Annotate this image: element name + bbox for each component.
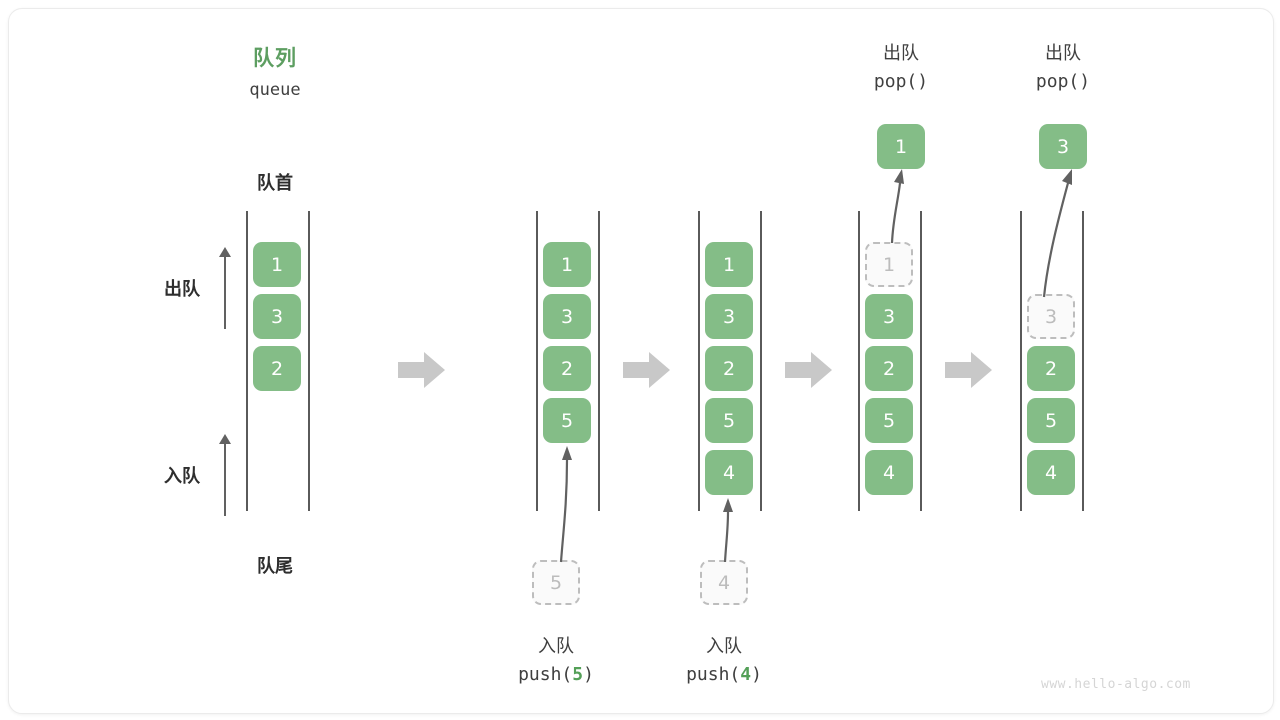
pop-1-label-cn: 出队 <box>883 43 919 64</box>
diagram-card: 队列 queue 队首 队尾 出队 入队 1 3 2 1 3 2 5 5 入队 … <box>8 8 1274 714</box>
push-5-code-prefix: push( <box>518 664 573 685</box>
queue-cell: 1 <box>253 242 301 287</box>
diagram-stage: 队列 queue 队首 队尾 出队 入队 1 3 2 1 3 2 5 5 入队 … <box>9 9 1273 713</box>
step-arrow-icon <box>785 352 832 388</box>
queue-cell: 4 <box>705 450 753 495</box>
queue-cell: 1 <box>705 242 753 287</box>
watermark: www.hello-algo.com <box>1041 677 1191 692</box>
queue-cell: 1 <box>543 242 591 287</box>
push-5-arrow-icon <box>559 446 572 563</box>
queue-cell: 2 <box>705 346 753 391</box>
queue-cell: 5 <box>705 398 753 443</box>
queue-cell: 5 <box>865 398 913 443</box>
queue-cell-ghost: 1 <box>865 242 913 287</box>
queue-cell: 3 <box>705 294 753 339</box>
queue-rail-right <box>920 211 922 511</box>
pop-3-label-cn: 出队 <box>1045 43 1081 64</box>
push-4-arrow-icon <box>723 498 733 563</box>
step-arrow-icon <box>623 352 670 388</box>
queue-tail-label: 队尾 <box>257 556 293 577</box>
diagram-title-en: queue <box>249 80 301 100</box>
enqueue-side-label: 入队 <box>164 466 200 487</box>
push-4-label-cn: 入队 <box>706 636 742 657</box>
step-arrow-icon <box>398 352 445 388</box>
push-4-label-code: push(4) <box>644 664 804 685</box>
queue-rail-right <box>1082 211 1084 511</box>
queue-rail-left <box>246 211 248 511</box>
queue-cell: 4 <box>1027 450 1075 495</box>
queue-cell: 5 <box>543 398 591 443</box>
incoming-element-ghost: 4 <box>700 560 748 605</box>
pop-3-arrow-icon <box>1042 169 1072 298</box>
queue-rail-left <box>1020 211 1022 511</box>
queue-cell-ghost: 3 <box>1027 294 1075 339</box>
enqueue-direction-arrow-icon <box>219 434 231 516</box>
popped-element: 3 <box>1039 124 1087 169</box>
dequeue-direction-arrow-icon <box>219 247 231 329</box>
queue-rail-right <box>598 211 600 511</box>
queue-cell: 4 <box>865 450 913 495</box>
incoming-element-ghost: 5 <box>532 560 580 605</box>
queue-cell: 2 <box>1027 346 1075 391</box>
queue-cell: 3 <box>865 294 913 339</box>
queue-rail-left <box>698 211 700 511</box>
queue-cell: 3 <box>543 294 591 339</box>
step-arrow-icon <box>945 352 992 388</box>
push-5-label-code: push(5) <box>476 664 636 685</box>
pop-1-arrow-icon <box>890 169 904 244</box>
queue-rail-right <box>760 211 762 511</box>
queue-cell: 2 <box>543 346 591 391</box>
push-5-label-cn: 入队 <box>538 636 574 657</box>
pop-3-label-code: pop() <box>1035 71 1091 92</box>
dequeue-side-label: 出队 <box>164 279 200 300</box>
queue-cell: 2 <box>253 346 301 391</box>
push-5-code-suffix: ) <box>583 664 594 685</box>
queue-cell: 3 <box>253 294 301 339</box>
queue-rail-right <box>308 211 310 511</box>
queue-head-label: 队首 <box>257 173 293 194</box>
queue-rail-left <box>858 211 860 511</box>
diagram-title-cn: 队列 <box>253 46 297 70</box>
push-4-code-arg: 4 <box>740 664 752 685</box>
pop-1-label-code: pop() <box>873 71 929 92</box>
push-5-code-arg: 5 <box>572 664 584 685</box>
queue-cell: 5 <box>1027 398 1075 443</box>
popped-element: 1 <box>877 124 925 169</box>
queue-cell: 2 <box>865 346 913 391</box>
queue-rail-left <box>536 211 538 511</box>
push-4-code-suffix: ) <box>751 664 762 685</box>
push-4-code-prefix: push( <box>686 664 741 685</box>
